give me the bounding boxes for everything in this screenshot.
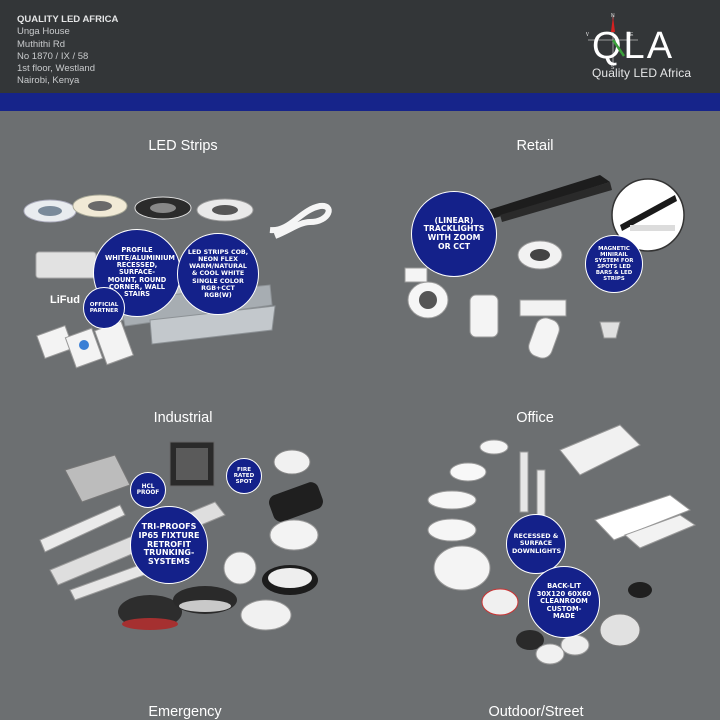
company-address-block: QUALITY LED AFRICA Unga House Muthithi R… bbox=[17, 14, 118, 88]
section-title-emergency: Emergency bbox=[148, 704, 222, 720]
address-line: Nairobi, Kenya bbox=[17, 75, 80, 87]
track-spotlights-image bbox=[404, 240, 621, 359]
compass-w: W bbox=[586, 32, 589, 38]
badge-official-partner: OFFICIAL PARTNER bbox=[83, 287, 125, 329]
badge-downlights: RECESSED & SURFACE DOWNLIGHTS bbox=[506, 514, 566, 574]
section-title-retail: Retail bbox=[516, 138, 554, 154]
remote-controls-image bbox=[36, 320, 134, 369]
header-bar bbox=[0, 0, 720, 93]
led-strip-reels-image bbox=[23, 194, 332, 239]
badge-fire-rated-spot: FIRE RATED SPOT bbox=[226, 458, 262, 494]
badge-tracklights: (LINEAR) TRACKLIGHTS WITH ZOOM OR CCT bbox=[411, 191, 497, 277]
badge-tri-proofs: TRI-PROOFS IP65 FIXTURE RETROFIT TRUNKIN… bbox=[130, 506, 208, 584]
badge-backlit: BACK-LIT 30X120 60X60 CLEANROOM CUSTOM-M… bbox=[528, 566, 600, 638]
qla-logo: N S E W QLA bbox=[586, 13, 674, 71]
section-title-industrial: Industrial bbox=[153, 410, 213, 426]
compass-s: S bbox=[611, 65, 615, 71]
logo-wordmark: QLA bbox=[592, 25, 674, 67]
compass-icon: N S E W bbox=[586, 13, 638, 71]
address-line: Unga House bbox=[17, 26, 70, 38]
section-title-office: Office bbox=[516, 410, 554, 426]
badge-led-strips: LED STRIPS COB, NEON FLEX WARM/NATURAL &… bbox=[177, 233, 259, 315]
section-title-led-strips: LED Strips bbox=[148, 138, 218, 154]
section-title-outdoor: Outdoor/Street bbox=[488, 704, 584, 720]
logo-tagline: Quality LED Africa bbox=[592, 66, 692, 80]
compass-e: E bbox=[630, 32, 634, 38]
header-stripe bbox=[0, 93, 720, 111]
lifud-brand-logo: LiFud bbox=[50, 294, 80, 306]
address-line: 1st floor, Westland bbox=[17, 63, 95, 75]
badge-minirail: MAGNETIC MINIRAIL SYSTEM FOR SPOTS LED B… bbox=[585, 235, 643, 293]
badge-hcl-proof: HCL PROOF bbox=[130, 472, 166, 508]
company-name: QUALITY LED AFRICA bbox=[17, 14, 119, 25]
address-line: Muthithi Rd bbox=[17, 38, 66, 50]
address-line: No 1870 / IX / 58 bbox=[17, 50, 89, 62]
